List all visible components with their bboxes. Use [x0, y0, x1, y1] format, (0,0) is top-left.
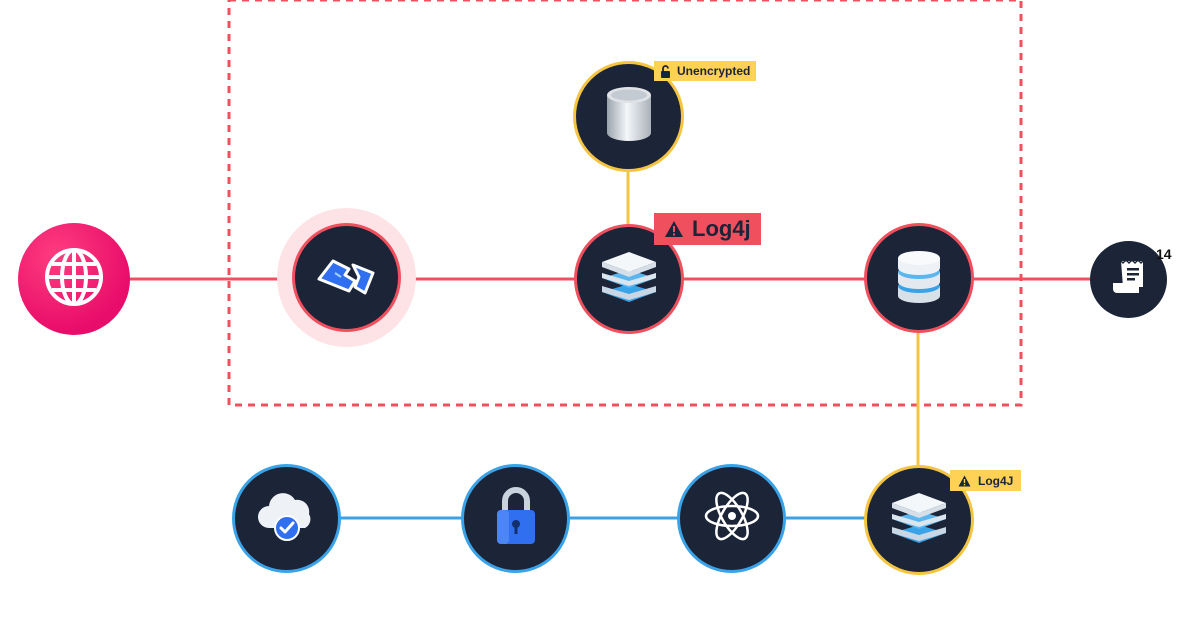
- log4j-warning-label: Log4J: [978, 473, 1014, 488]
- cloud-check-icon: [255, 488, 319, 549]
- globe-icon: [39, 242, 109, 317]
- unencrypted-badge: Unencrypted: [654, 61, 757, 81]
- broken-shield-icon: [315, 251, 379, 304]
- server-stack-icon: [598, 246, 660, 313]
- database-node[interactable]: [864, 223, 974, 333]
- log-count: 14: [1156, 246, 1172, 262]
- server-stack-icon: [888, 487, 950, 554]
- cylinder-storage-icon: [604, 85, 654, 148]
- warning-icon: [664, 220, 684, 238]
- log4j-warning-badge: Log4J: [950, 470, 1022, 491]
- padlock-icon: [492, 483, 540, 554]
- log4j-alert-label: Log4j: [692, 216, 751, 241]
- internet-node[interactable]: [18, 223, 130, 335]
- log4j-alert-badge: Log4j: [654, 213, 761, 245]
- unencrypted-label: Unencrypted: [677, 64, 751, 78]
- lock-node[interactable]: [461, 464, 570, 573]
- log-document-icon: [1109, 257, 1149, 302]
- cloud-node[interactable]: [232, 464, 341, 573]
- logs-node[interactable]: [1090, 241, 1167, 318]
- database-icon: [894, 246, 944, 311]
- open-lock-icon: [660, 64, 671, 78]
- risk-zone-boundary: [227, 0, 1023, 407]
- atom-node[interactable]: [677, 464, 786, 573]
- waf-node[interactable]: [292, 223, 401, 332]
- atom-icon: [702, 486, 762, 551]
- warning-icon: [958, 475, 971, 487]
